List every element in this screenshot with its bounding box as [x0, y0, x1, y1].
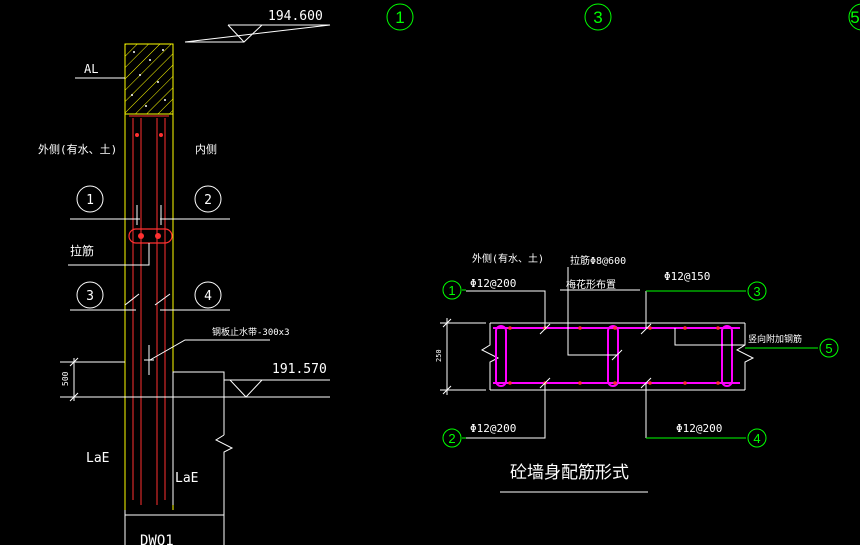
al-hatch-dots	[131, 49, 166, 107]
plan-dim-250	[440, 318, 486, 395]
plan-vertical-extra-label: 竖向附加钢筋	[748, 333, 802, 345]
plan-outer-side-label: 外侧(有水、土)	[472, 252, 544, 265]
plan-marker-1: 1	[442, 280, 462, 300]
marker-4-callout: 4	[154, 281, 230, 311]
dim-500	[60, 357, 125, 402]
marker-1-text: 1	[86, 193, 94, 208]
section-marker-3-text: 3	[593, 8, 602, 27]
plan-section-detail: 250 外侧(有水、土) Φ12@200 拉筋Φ8@600 梅花形布置 Φ12@…	[435, 252, 839, 493]
plan-marker-2-text: 2	[448, 431, 455, 446]
elevation-top-label: 194.600	[268, 9, 323, 24]
marker-2-text: 2	[204, 193, 212, 208]
plan-marker-5-text: 5	[825, 341, 832, 356]
section-marker-5-text: 5	[850, 8, 859, 27]
plan-rebar-3-label: Φ12@150	[664, 270, 710, 283]
inner-side-label: 内侧	[195, 142, 217, 156]
wall-section-detail: 194.600 AL	[38, 9, 331, 545]
rebar-dots	[135, 133, 163, 137]
plan-rebar-1-label: Φ12@200	[470, 277, 516, 290]
wall-outline	[124, 114, 174, 510]
plan-rebar-4-label: Φ12@200	[676, 422, 722, 435]
plan-rebar-2-label: Φ12@200	[470, 422, 516, 435]
outer-side-label: 外侧(有水、土)	[38, 142, 117, 156]
section-marker-3: 3	[584, 3, 612, 31]
plan-marker-1-text: 1	[448, 283, 455, 298]
plan-callout-leaders	[466, 267, 745, 439]
elevation-marker-top	[184, 24, 331, 43]
marker-1-callout: 1	[70, 185, 140, 220]
marker-3-text: 3	[86, 289, 94, 304]
plan-marker-5: 5	[819, 338, 839, 358]
plan-tie-layout: 梅花形布置	[566, 278, 616, 291]
marker-3-callout: 3	[70, 281, 140, 311]
plan-marker-4: 4	[747, 428, 767, 448]
elevation-ground-label: 191.570	[272, 362, 327, 377]
plan-callout-leaders-green	[462, 289, 818, 439]
footing-outline	[124, 371, 234, 545]
section-marker-1-text: 1	[395, 8, 404, 27]
al-hatched-cap	[124, 43, 174, 115]
vertical-rebars	[129, 115, 169, 505]
marker-2-callout: 2	[160, 185, 230, 220]
plan-marker-4-text: 4	[753, 431, 760, 446]
plan-marker-3: 3	[747, 281, 767, 301]
marker-4-text: 4	[204, 289, 212, 304]
waterstop	[144, 339, 270, 375]
plan-tie-bar-spec: 拉筋Φ8@600	[570, 254, 626, 267]
footing-label: DWQ1	[140, 533, 174, 545]
plan-wall-outline	[480, 322, 755, 391]
dim-500-text: 500	[61, 371, 70, 386]
plan-marker-3-text: 3	[753, 284, 760, 299]
al-label: AL	[84, 62, 98, 76]
section-marker-1: 1	[386, 3, 414, 31]
plan-dim-250-text: 250	[435, 349, 443, 362]
plan-marker-2: 2	[442, 428, 462, 448]
tie-bar-hook	[68, 205, 173, 266]
section-marker-5: 5	[848, 3, 860, 31]
elevation-marker-ground	[60, 379, 330, 398]
plan-section-title: 砼墙身配筋形式	[510, 463, 629, 483]
anchor-right-label: LaE	[175, 471, 198, 486]
tie-bar-label: 拉筋	[70, 243, 94, 258]
anchor-left-label: LaE	[86, 451, 109, 466]
waterstop-label: 钢板止水带-300x3	[212, 326, 290, 338]
